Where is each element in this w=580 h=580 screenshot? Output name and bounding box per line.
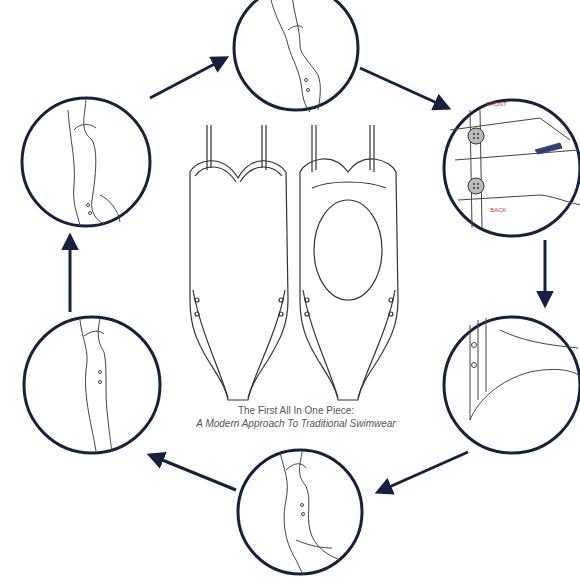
detail-circle	[24, 317, 160, 453]
part-label: FRONT	[486, 101, 507, 107]
part-label: BACK	[490, 207, 506, 213]
caption: The First All In One Piece:	[238, 405, 354, 416]
swimsuit-front	[190, 125, 288, 400]
swimsuit-back	[300, 125, 398, 400]
buttons	[468, 128, 484, 194]
detail-circle	[238, 450, 362, 574]
flow-arrows	[70, 58, 545, 492]
subtitle: A Modern Approach To Traditional Swimwea…	[196, 418, 395, 429]
detail-circle	[22, 98, 150, 226]
profile-sketches	[68, 0, 580, 575]
detail-circle	[234, 0, 358, 110]
detail-circle	[444, 317, 580, 453]
detail-circle	[444, 100, 580, 236]
